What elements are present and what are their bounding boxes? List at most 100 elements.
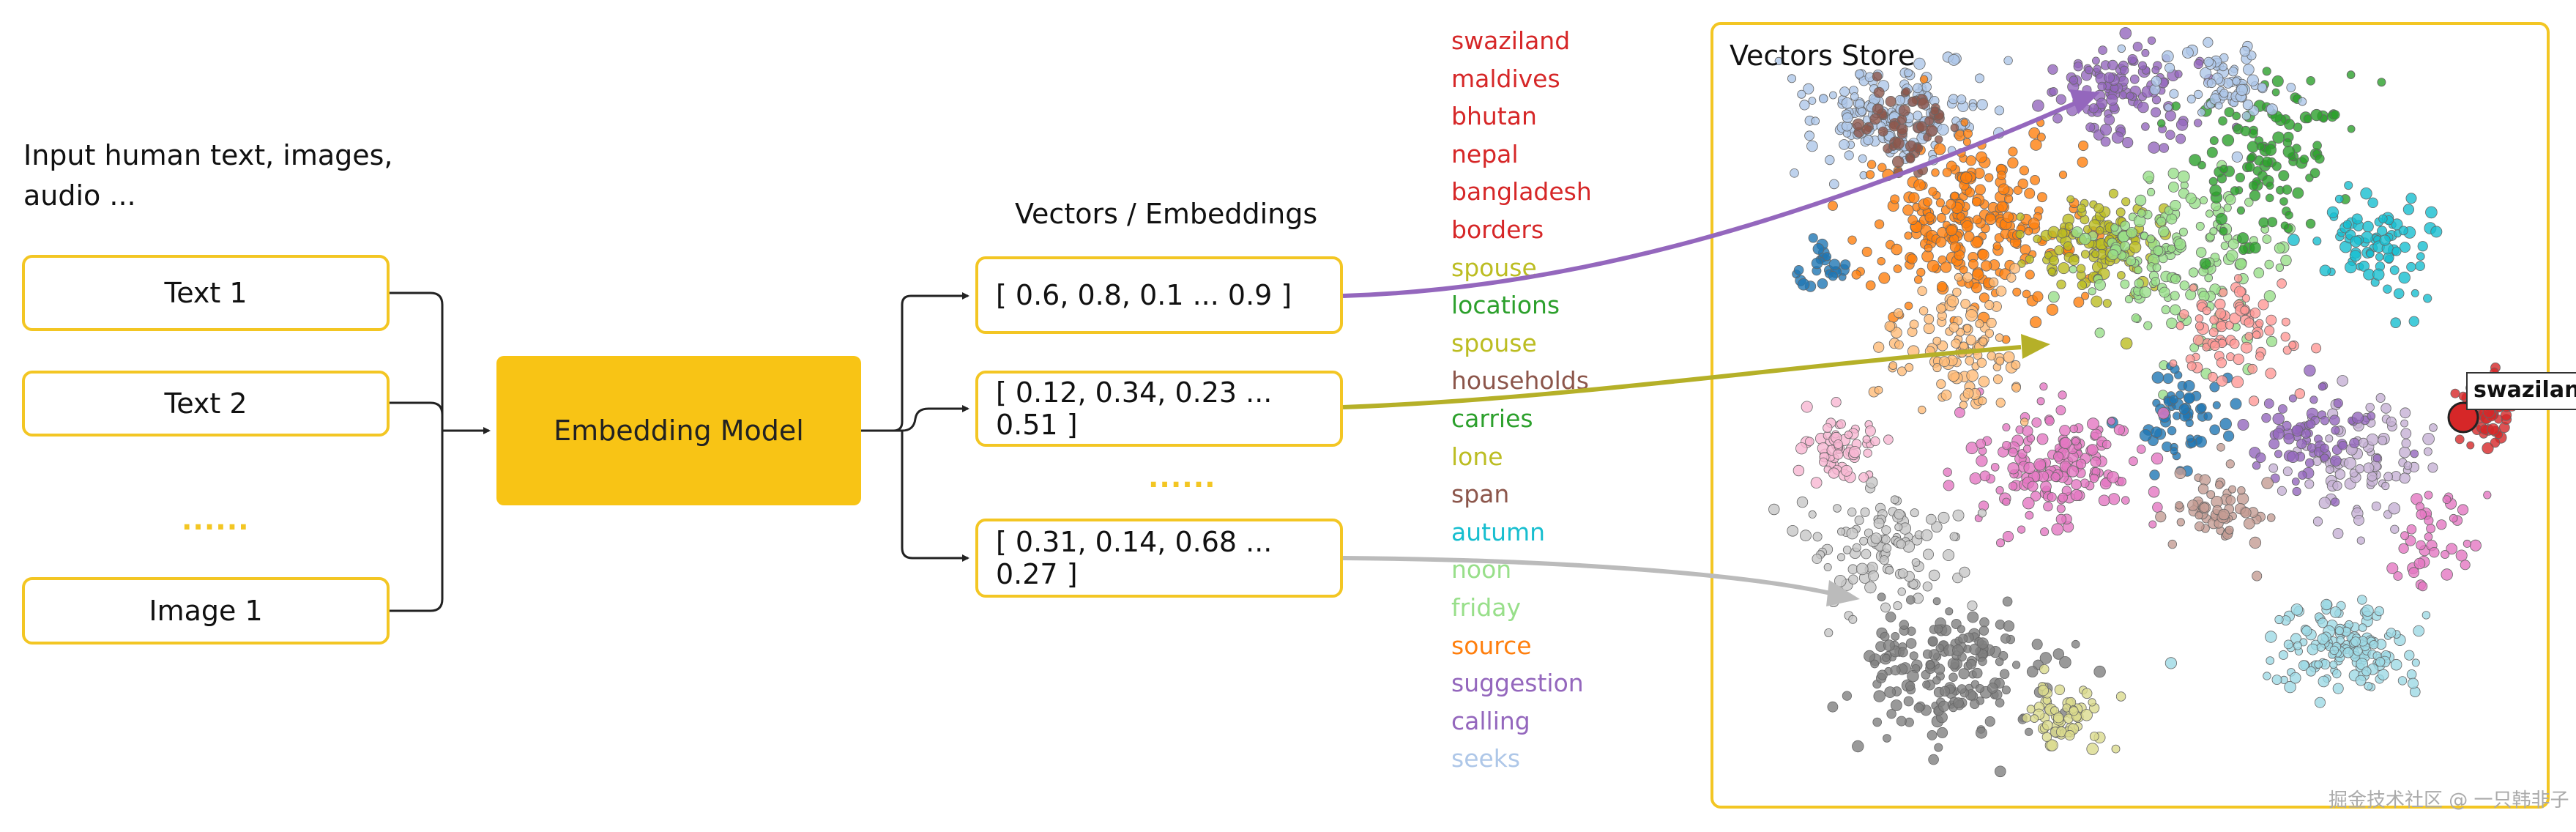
scatter-point [2208, 371, 2218, 382]
scatter-point [2342, 647, 2353, 658]
scatter-point [2141, 122, 2150, 131]
scatter-point [1894, 509, 1905, 520]
scatter-point [1986, 317, 1997, 328]
scatter-point [2174, 70, 2183, 78]
scatter-point [2377, 78, 2386, 87]
scatter-point [2100, 136, 2111, 147]
scatter-point [1870, 659, 1880, 669]
scatter-point [2357, 595, 2367, 605]
scatter-point [2011, 360, 2021, 370]
scatter-point [2000, 634, 2011, 644]
scatter-point [2450, 388, 2460, 398]
scatter-point [1905, 638, 1917, 649]
scatter-point [2223, 204, 2232, 212]
scatter-point [1882, 168, 1894, 182]
scatter-point [1899, 620, 1909, 630]
scatter-point [1950, 123, 1959, 133]
scatter-point [1852, 740, 1864, 753]
scatter-point [1932, 336, 1942, 346]
scatter-point [2098, 494, 2110, 507]
scatter-point [2049, 87, 2058, 97]
scatter-point [1950, 191, 1959, 201]
scatter-point [2070, 489, 2082, 502]
scatter-point [2263, 398, 2274, 409]
scatter-point [1934, 624, 1943, 634]
vector-2-box: [ 0.12, 0.34, 0.23 ... 0.51 ] [975, 371, 1343, 447]
scatter-point [2107, 493, 2121, 505]
scatter-point [2117, 271, 2126, 280]
scatter-point [1907, 215, 1918, 226]
scatter-point [2143, 321, 2153, 330]
scatter-point [2325, 465, 2334, 474]
scatter-point [2002, 596, 2013, 607]
scatter-point [2441, 550, 2450, 560]
scatter-point [1904, 68, 1913, 78]
scatter-point [2107, 471, 2119, 483]
scatter-point [2170, 304, 2181, 316]
scatter-point [2282, 467, 2293, 477]
scatter-point [1984, 173, 1994, 182]
scatter-point [2093, 665, 2106, 678]
scatter-point [2282, 185, 2293, 195]
scatter-point [1962, 272, 1973, 283]
scatter-point [1865, 280, 1876, 291]
scatter-point [2231, 376, 2244, 389]
scatter-point [2054, 245, 2064, 256]
scatter-point [2110, 223, 2119, 232]
scatter-point [2214, 298, 2226, 310]
scatter-point [1952, 645, 1964, 656]
word-item: friday [1451, 593, 1522, 622]
scatter-point [1966, 369, 1978, 382]
scatter-point [2196, 247, 2207, 258]
scatter-point [2194, 119, 2203, 127]
scatter-point [2030, 491, 2041, 502]
scatter-point [2089, 473, 2099, 483]
scatter-point [2055, 94, 2066, 105]
scatter-point [2002, 211, 2014, 223]
scatter-point [1956, 148, 1966, 157]
scatter-point [2071, 437, 2080, 446]
scatter-point [2379, 234, 2391, 246]
scatter-point [1951, 338, 1961, 349]
scatter-point [2426, 524, 2435, 534]
scatter-point [2309, 168, 2320, 179]
scatter-point [2378, 214, 2388, 224]
scatter-point [1774, 56, 1783, 65]
scatter-point [1935, 135, 1943, 144]
scatter-point [2165, 130, 2175, 140]
scatter-point [1935, 644, 1944, 653]
scatter-point [2044, 416, 2055, 426]
scatter-point [2202, 306, 2211, 316]
scatter-point [1962, 324, 1972, 333]
scatter-point [1896, 123, 1908, 135]
scatter-point [1909, 651, 1918, 661]
scatter-point [2093, 203, 2104, 214]
scatter-point [1942, 168, 1952, 177]
scatter-point [1931, 521, 1943, 533]
scatter-point [1939, 356, 1950, 368]
scatter-point [2334, 194, 2344, 204]
scatter-point [2330, 455, 2342, 467]
scatter-point [1817, 278, 1828, 289]
scatter-point [1913, 179, 1926, 192]
scatter-point [2197, 403, 2207, 413]
scatter-point [1907, 345, 1920, 357]
scatter-point [2126, 256, 2137, 267]
scatter-point [1943, 467, 1952, 477]
scatter-point [2347, 125, 2356, 133]
scatter-point [2301, 625, 2312, 636]
scatter-point [2483, 491, 2492, 499]
scatter-point [2216, 321, 2227, 333]
scatter-point [2055, 405, 2066, 415]
scatter-point [2046, 303, 2058, 316]
scatter-point [2238, 245, 2249, 255]
scatter-point [2361, 666, 2372, 677]
scatter-point [2025, 254, 2034, 264]
scatter-point [2312, 516, 2323, 527]
scatter-point [2319, 264, 2331, 277]
scatter-point [1882, 653, 1891, 662]
scatter-point [2182, 47, 2194, 59]
scatter-point [1823, 423, 1833, 433]
scatter-point [2022, 445, 2031, 453]
